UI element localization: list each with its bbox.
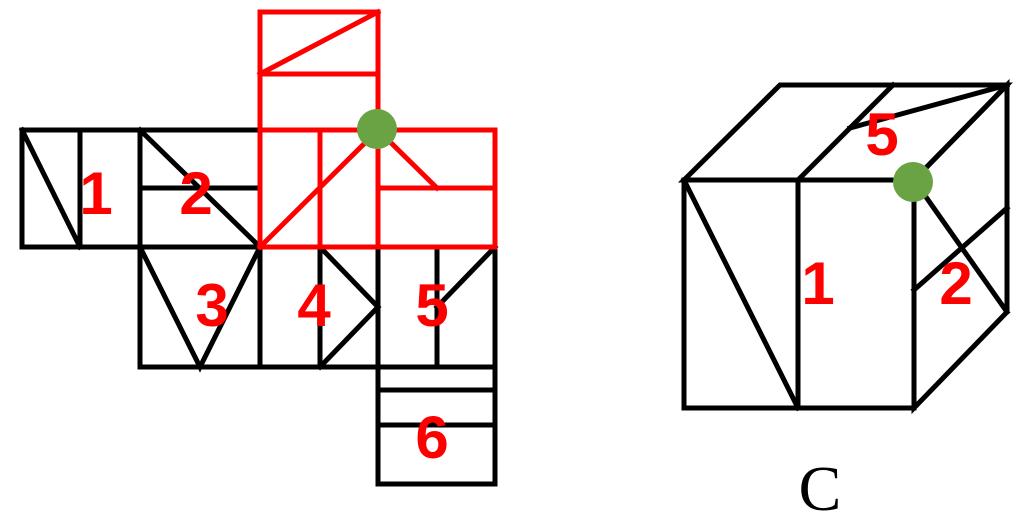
cube-net: 1 2 3 4 5 6	[18, 8, 499, 487]
net-label-3: 3	[195, 272, 228, 339]
cube-label-top: 5	[865, 101, 898, 168]
highlighted-right-face	[374, 126, 498, 250]
highlighted-top-face	[256, 8, 382, 133]
highlighted-middle-face	[256, 126, 382, 251]
net-label-1: 1	[79, 160, 112, 227]
net-label-4: 4	[297, 272, 331, 339]
option-caption: C	[799, 453, 842, 519]
net-label-2: 2	[179, 160, 212, 227]
cube-side-face	[910, 78, 1011, 415]
net-label-5: 5	[415, 272, 448, 339]
folded-cube: 1 5 2 C	[677, 78, 1013, 519]
net-vertex-dot	[357, 109, 397, 149]
cube-label-side: 2	[939, 250, 972, 317]
net-label-6: 6	[415, 404, 448, 471]
cube-label-front: 1	[801, 250, 834, 317]
cube-vertex-dot	[893, 162, 933, 202]
net-face-6	[375, 364, 498, 487]
cube-front-face	[680, 176, 917, 412]
